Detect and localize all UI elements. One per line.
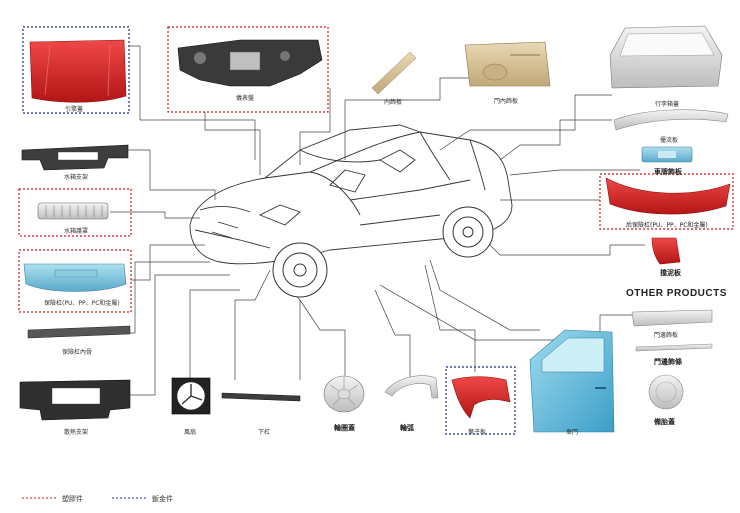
radiator-frame-part	[19, 379, 131, 421]
bumper-inner-label: 保險杠內骨	[62, 349, 93, 356]
door-sill-strip-part	[635, 343, 713, 352]
wheel-cover-part	[323, 375, 365, 413]
bumper-inner-part	[27, 325, 131, 339]
hood-part	[29, 39, 127, 103]
door-label: 車門	[566, 429, 579, 436]
plastic-box-dashboard	[167, 26, 329, 113]
spoiler-part	[613, 109, 729, 131]
tailgate-label: 行李箱蓋	[655, 101, 680, 108]
door-trim-label: 門內飾板	[494, 98, 519, 105]
trim-panel-label: 內飾板	[384, 99, 403, 106]
door-sill-panel-part	[631, 309, 713, 327]
legend-metal-label: 鈑金件	[152, 495, 173, 503]
tailgate-part	[609, 25, 723, 89]
hood-label: 引擎蓋	[65, 106, 84, 113]
radiator-support-part	[21, 144, 129, 171]
car-illustration	[189, 124, 513, 265]
grille-label: 水箱護罩	[64, 228, 89, 235]
door-trim-part	[464, 41, 551, 87]
legend-plastic-label: 塑膠件	[62, 495, 83, 503]
plate-trim-label: 車牌飾板	[654, 168, 682, 176]
fender-label: 葉子板	[468, 429, 487, 436]
other-products-title: OTHER PRODUCTS	[626, 288, 727, 299]
door-sill-strip-label: 門邊飾條	[654, 358, 682, 366]
spoiler-label: 擾流板	[660, 137, 679, 144]
grille-part	[37, 202, 109, 220]
fender-part	[451, 376, 511, 419]
car-wheels	[272, 206, 494, 298]
wheel-arch-part	[384, 375, 439, 399]
plastic-box-rear-bumper	[599, 173, 734, 230]
plastic-box-front-bumper	[18, 249, 132, 313]
mudflap-part	[651, 237, 681, 265]
wheel-cover-label: 輪圈蓋	[334, 424, 355, 432]
fan-label: 風扇	[184, 429, 197, 436]
front-bumper-part	[23, 263, 127, 292]
leader-lines	[90, 45, 645, 396]
mudflap-label: 擋泥板	[660, 269, 681, 277]
wheel-arch-label: 輪弧	[400, 424, 414, 432]
fan-part	[171, 377, 211, 415]
lower-beam-part	[221, 392, 301, 402]
plate-trim-part	[641, 146, 693, 163]
dashboard-label: 儀表盤	[236, 95, 255, 102]
fuel-cap-part	[648, 374, 684, 410]
radiator-support-label: 水箱支架	[64, 174, 89, 181]
trim-panel-part	[371, 51, 417, 95]
door-part	[529, 329, 615, 433]
plastic-box-grille	[18, 188, 132, 237]
metal-box-hood	[22, 26, 130, 114]
dashboard-part	[177, 39, 323, 87]
fuel-cap-label: 備胎蓋	[654, 418, 675, 426]
lower-beam-label: 下杠	[258, 429, 271, 436]
radiator-frame-label: 散熱支架	[64, 429, 89, 436]
door-sill-panel-label: 門邊飾板	[654, 332, 679, 339]
rear-bumper-part	[605, 177, 731, 215]
rear-bumper-label: 后保險杠(PU、PP、PC和金屬)	[626, 222, 708, 229]
front-bumper-label: 保險杠(PU、PP、PC和金屬)	[44, 300, 120, 307]
